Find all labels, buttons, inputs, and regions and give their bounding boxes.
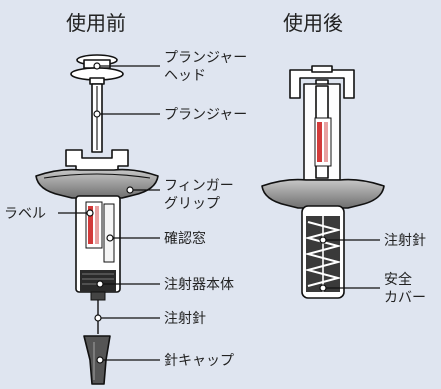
title-after-use: 使用後 xyxy=(283,11,343,35)
label-finger-grip-1: フィンガー xyxy=(164,178,234,194)
title-before-use: 使用前 xyxy=(66,11,126,35)
label-plunger-head-1: プランジャー xyxy=(164,50,247,66)
label-safety-cover-2: カバー xyxy=(384,290,426,306)
label-needle-cap: 針キャップ xyxy=(164,353,234,369)
label-syringe-body: 注射器本体 xyxy=(164,277,234,293)
label-plunger: プランジャー xyxy=(164,107,247,123)
leader-lines xyxy=(58,62,380,364)
finger-grip xyxy=(35,168,159,199)
label-finger-grip-2: グリップ xyxy=(164,196,220,212)
syringe-after-use xyxy=(261,65,385,299)
inspection-window xyxy=(103,203,115,263)
syringe-label xyxy=(85,201,103,249)
safety-cover xyxy=(301,205,345,299)
needle-before xyxy=(90,291,106,334)
finger-grip-after xyxy=(261,178,385,209)
syringe-label-after xyxy=(314,117,332,167)
label-needle-before: 注射針 xyxy=(164,311,206,327)
label-window: 確認窓 xyxy=(164,230,206,247)
syringe-before-use xyxy=(35,54,159,385)
label-plunger-head-2: ヘッド xyxy=(164,68,206,84)
label-needle-after: 注射針 xyxy=(384,233,426,249)
label-safety-cover-1: 安全 xyxy=(384,271,412,288)
plunger-rod xyxy=(91,83,103,153)
label-label: ラベル xyxy=(4,206,46,222)
plunger-head-after xyxy=(289,65,355,99)
